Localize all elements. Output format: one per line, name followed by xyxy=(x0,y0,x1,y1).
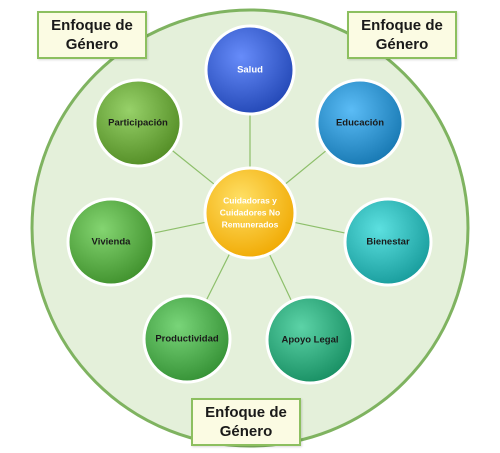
node-educacion-label: Educación xyxy=(336,118,384,129)
node-participacion-label: Participación xyxy=(108,118,168,129)
connectors xyxy=(152,114,347,302)
connector-participacion xyxy=(171,149,216,186)
node-bienestar-circle xyxy=(343,197,433,287)
node-salud: Salud xyxy=(204,24,296,116)
node-apoyo-legal-label: Apoyo Legal xyxy=(281,335,338,346)
node-educacion-circle xyxy=(315,78,405,168)
center-label-line-3: Remunerados xyxy=(222,219,279,229)
connector-productividad xyxy=(205,252,231,301)
node-bienestar: Bienestar xyxy=(343,197,433,287)
node-participacion-circle xyxy=(93,78,183,168)
center-node-circle xyxy=(203,166,297,260)
gender-focus-tag-top-right: Enfoque de Género xyxy=(347,11,457,59)
connector-educacion xyxy=(284,149,328,185)
center-label-line-1: Cuidadoras y xyxy=(223,195,277,205)
gender-focus-tag-bottom: Enfoque de Género xyxy=(191,398,301,446)
node-vivienda-circle xyxy=(66,197,156,287)
node-educacion: Educación xyxy=(315,78,405,168)
center-label-line-2: Cuidadores No xyxy=(220,207,280,217)
node-participacion: Participación xyxy=(93,78,183,168)
node-salud-circle xyxy=(204,24,296,116)
gender-focus-tag-top-left: Enfoque de Género xyxy=(37,11,147,59)
center-node: Cuidadoras y Cuidadores No Remunerados xyxy=(203,166,297,260)
connector-vivienda xyxy=(152,221,207,234)
node-salud-label: Salud xyxy=(237,65,263,76)
node-productividad-label: Productividad xyxy=(155,334,219,345)
node-productividad: Productividad xyxy=(142,294,232,384)
connector-bienestar xyxy=(293,221,347,234)
node-bienestar-label: Bienestar xyxy=(366,237,410,248)
node-apoyo-legal: Apoyo Legal xyxy=(265,295,355,385)
node-apoyo-legal-circle xyxy=(265,295,355,385)
node-vivienda: Vivienda xyxy=(66,197,156,287)
node-vivienda-label: Vivienda xyxy=(92,237,132,248)
connector-apoyo-legal xyxy=(268,253,293,302)
node-productividad-circle xyxy=(142,294,232,384)
